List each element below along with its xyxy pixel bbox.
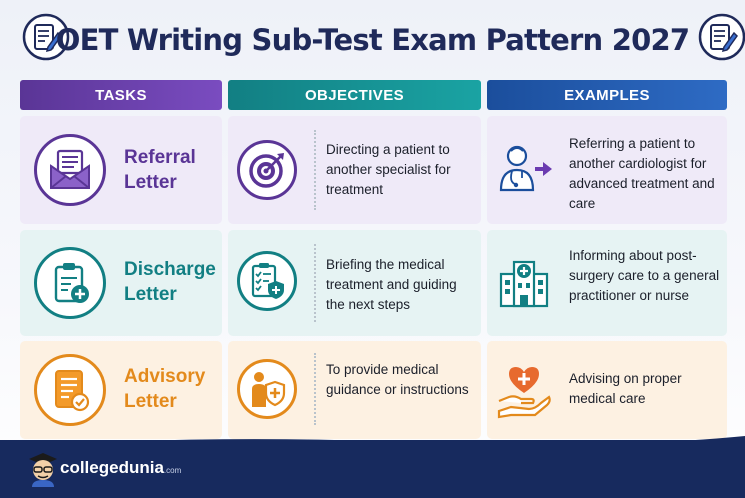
title-bar: OET Writing Sub-Test Exam Pattern 2027: [0, 4, 745, 76]
example-cell-advisory: Advising on proper medical care: [487, 341, 727, 439]
objective-cell-discharge: Briefing the medical treatment and guidi…: [228, 230, 481, 336]
document-pen-icon: [22, 13, 70, 61]
header-tasks: TASKS: [20, 80, 222, 110]
example-cell-discharge: Informing about post-surgery care to a g…: [487, 230, 727, 336]
example-text-discharge: Informing about post-surgery care to a g…: [569, 248, 720, 303]
task-line-2: Letter: [124, 391, 177, 412]
task-line-2: Letter: [124, 172, 177, 193]
document-check-icon: [55, 370, 90, 412]
page-title: OET Writing Sub-Test Exam Pattern 2027: [55, 23, 690, 57]
document-pen-icon: [698, 13, 745, 61]
objective-text-referral: Directing a patient to another specialis…: [326, 142, 451, 197]
hospital-icon: [499, 260, 549, 308]
heart-hand-icon: [497, 367, 551, 419]
task-line-1: Referral: [124, 147, 196, 168]
objective-text-advisory: To provide medical guidance or instructi…: [326, 362, 469, 397]
objective-cell-referral: Directing a patient to another specialis…: [228, 116, 481, 224]
clipboard-plus-icon: [54, 263, 89, 303]
example-cell-referral: Referring a patient to another cardiolog…: [487, 116, 727, 224]
objective-cell-advisory: To provide medical guidance or instructi…: [228, 341, 481, 439]
brand-suffix: .com: [163, 466, 182, 475]
task-cell-referral: Referral Letter: [20, 116, 222, 224]
example-text-advisory: Advising on proper medical care: [569, 371, 682, 406]
divider: [314, 130, 316, 210]
envelope-letter-icon: [50, 149, 90, 189]
task-cell-advisory: Advisory Letter: [20, 341, 222, 439]
task-label-referral: Referral Letter: [124, 145, 196, 195]
objective-text-discharge: Briefing the medical treatment and guidi…: [326, 257, 457, 312]
target-icon: [249, 153, 284, 188]
task-label-discharge: Discharge Letter: [124, 257, 216, 307]
task-line-1: Advisory: [124, 366, 206, 387]
brand-name: collegedunia: [60, 458, 164, 477]
graduate-mascot-icon: [29, 453, 57, 487]
checklist-shield-icon: [251, 263, 284, 299]
task-label-advisory: Advisory Letter: [124, 364, 205, 414]
divider: [314, 244, 316, 322]
doctor-referral-icon: [499, 145, 552, 192]
brand-logo[interactable]: collegedunia.com: [60, 458, 181, 478]
header-objectives: OBJECTIVES: [228, 80, 481, 110]
task-cell-discharge: Discharge Letter: [20, 230, 222, 336]
header-examples: EXAMPLES: [487, 80, 727, 110]
divider: [314, 353, 316, 425]
footer: [0, 440, 745, 498]
person-shield-icon: [252, 372, 286, 407]
task-line-2: Letter: [124, 284, 177, 305]
task-line-1: Discharge: [124, 259, 216, 280]
example-text-referral: Referring a patient to another cardiolog…: [569, 136, 715, 211]
